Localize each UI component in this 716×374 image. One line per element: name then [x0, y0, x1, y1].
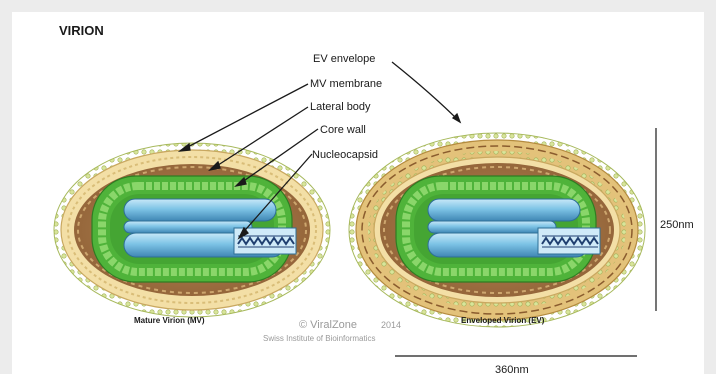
label-ev-envelope: EV envelope: [313, 53, 375, 65]
figure-title: VIRION: [59, 23, 104, 38]
figure-frame: VIRION: [12, 12, 704, 374]
mv-nucleocapsid-shape: [124, 199, 296, 257]
label-lateral-body: Lateral body: [310, 101, 371, 113]
credit-institute: Swiss Institute of Bioinformatics: [263, 334, 375, 343]
virion-diagram: VIRION: [12, 12, 704, 374]
caption-enveloped-virion: Enveloped Virion (EV): [461, 316, 545, 325]
label-nucleocapsid: Nucleocapsid: [312, 149, 378, 161]
width-dimension-label: 360nm: [495, 364, 529, 374]
credit: © ViralZone 2014 Swiss Institute of Bioi…: [263, 319, 401, 343]
leader-mv-membrane: [182, 84, 308, 150]
label-core-wall: Core wall: [320, 124, 366, 136]
enveloped-virion: [349, 133, 645, 327]
ev-nucleocapsid-shape: [428, 199, 600, 257]
mature-virion: [54, 143, 330, 317]
credit-year: 2014: [381, 320, 401, 330]
label-mv-membrane: MV membrane: [310, 78, 382, 90]
caption-mature-virion: Mature Virion (MV): [134, 316, 205, 325]
height-dimension-label: 250nm: [660, 219, 694, 231]
credit-brand: © ViralZone: [299, 319, 357, 331]
leader-ev-envelope: [392, 62, 460, 122]
